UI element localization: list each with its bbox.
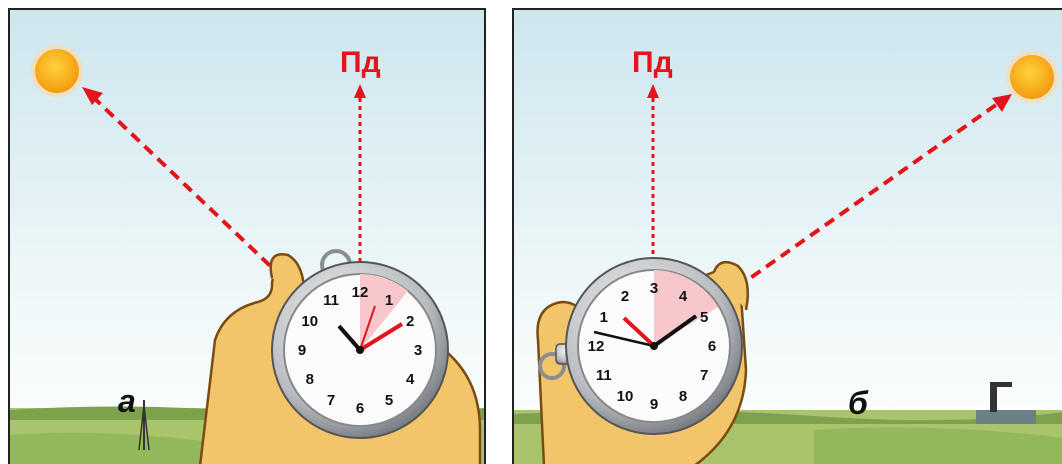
sun-icon [31, 45, 83, 97]
dial-number: 3 [414, 342, 422, 359]
dial-number: 9 [650, 396, 658, 413]
dial-number: 6 [356, 400, 364, 417]
dial-number: 1 [600, 309, 608, 326]
dial-number: 4 [406, 371, 415, 388]
dial-number: 10 [301, 313, 318, 330]
dial-number: 10 [617, 388, 634, 405]
dial-number: 8 [679, 388, 687, 405]
dial-number: 11 [596, 367, 612, 384]
dial-number: 9 [298, 342, 306, 359]
north-label: Пд [340, 46, 381, 79]
factory-icon [976, 410, 1036, 424]
north-label: Пд [632, 46, 673, 79]
dial-number: 8 [306, 371, 314, 388]
dial-number: 4 [679, 288, 688, 305]
dial-number: 5 [385, 392, 393, 409]
dial-number: 12 [588, 338, 605, 355]
dial-number: 3 [650, 280, 658, 297]
dial-number: 6 [708, 338, 716, 355]
dial-number: 7 [700, 367, 708, 384]
dial-number: 11 [323, 292, 339, 309]
dial-number: 2 [406, 313, 414, 330]
dial-number: 7 [327, 392, 335, 409]
dial-number: 12 [352, 284, 369, 301]
dial-number: 5 [700, 309, 708, 326]
panel-letter: б [848, 385, 869, 421]
sun-icon [1006, 51, 1058, 103]
dial-number: 1 [385, 292, 393, 309]
dial-number: 2 [621, 288, 629, 305]
panel-letter: а [118, 383, 136, 419]
